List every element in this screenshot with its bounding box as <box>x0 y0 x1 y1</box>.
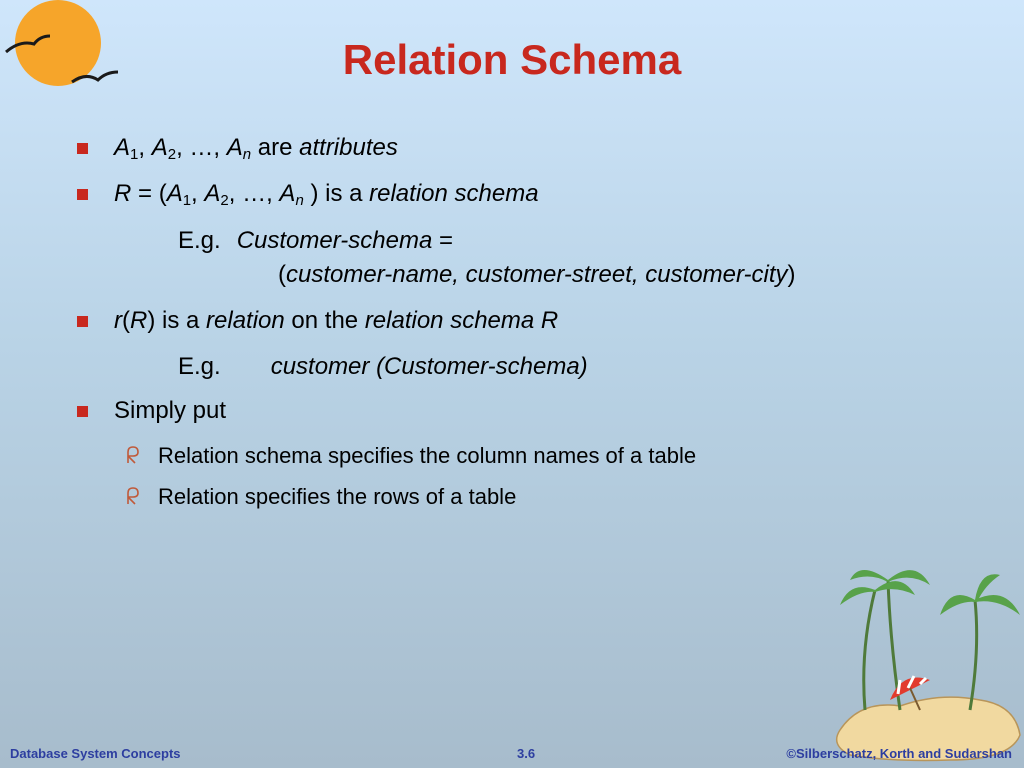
slide-title: Relation Schema <box>342 36 682 83</box>
bullet-marker <box>77 406 88 417</box>
bullet-relation: r(R) is a relation on the relation schem… <box>114 307 559 334</box>
sun-with-birds-icon <box>5 0 119 86</box>
example-schema-label: E.g.Customer-schema = <box>178 227 454 254</box>
example-schema-attrs: (customer-name, customer-street, custome… <box>278 261 796 288</box>
sub-bullet-schema: Relation schema specifies the column nam… <box>158 443 697 468</box>
palm-island-illustration <box>835 570 1021 762</box>
sub-bullet-rows: Relation specifies the rows of a table <box>158 484 517 509</box>
footer-copyright: ©Silberschatz, Korth and Sudarshan <box>786 746 1012 761</box>
bullet-marker <box>77 316 88 327</box>
example-relation: E.g.customer (Customer-schema) <box>178 353 588 380</box>
footer-course-name: Database System Concepts <box>10 746 181 761</box>
flower-bullet-icon <box>127 446 139 464</box>
bullet-simply-put: Simply put <box>114 397 227 424</box>
bullet-relation-schema: R = (A1, A2, …, An ) is a relation schem… <box>114 180 539 209</box>
bullet-marker <box>77 143 88 154</box>
bullet-marker <box>77 189 88 200</box>
bullet-attributes: A1, A2, …, An are attributes <box>114 134 398 163</box>
flower-bullet-icon <box>127 487 139 505</box>
footer-slide-number: 3.6 <box>517 746 536 761</box>
